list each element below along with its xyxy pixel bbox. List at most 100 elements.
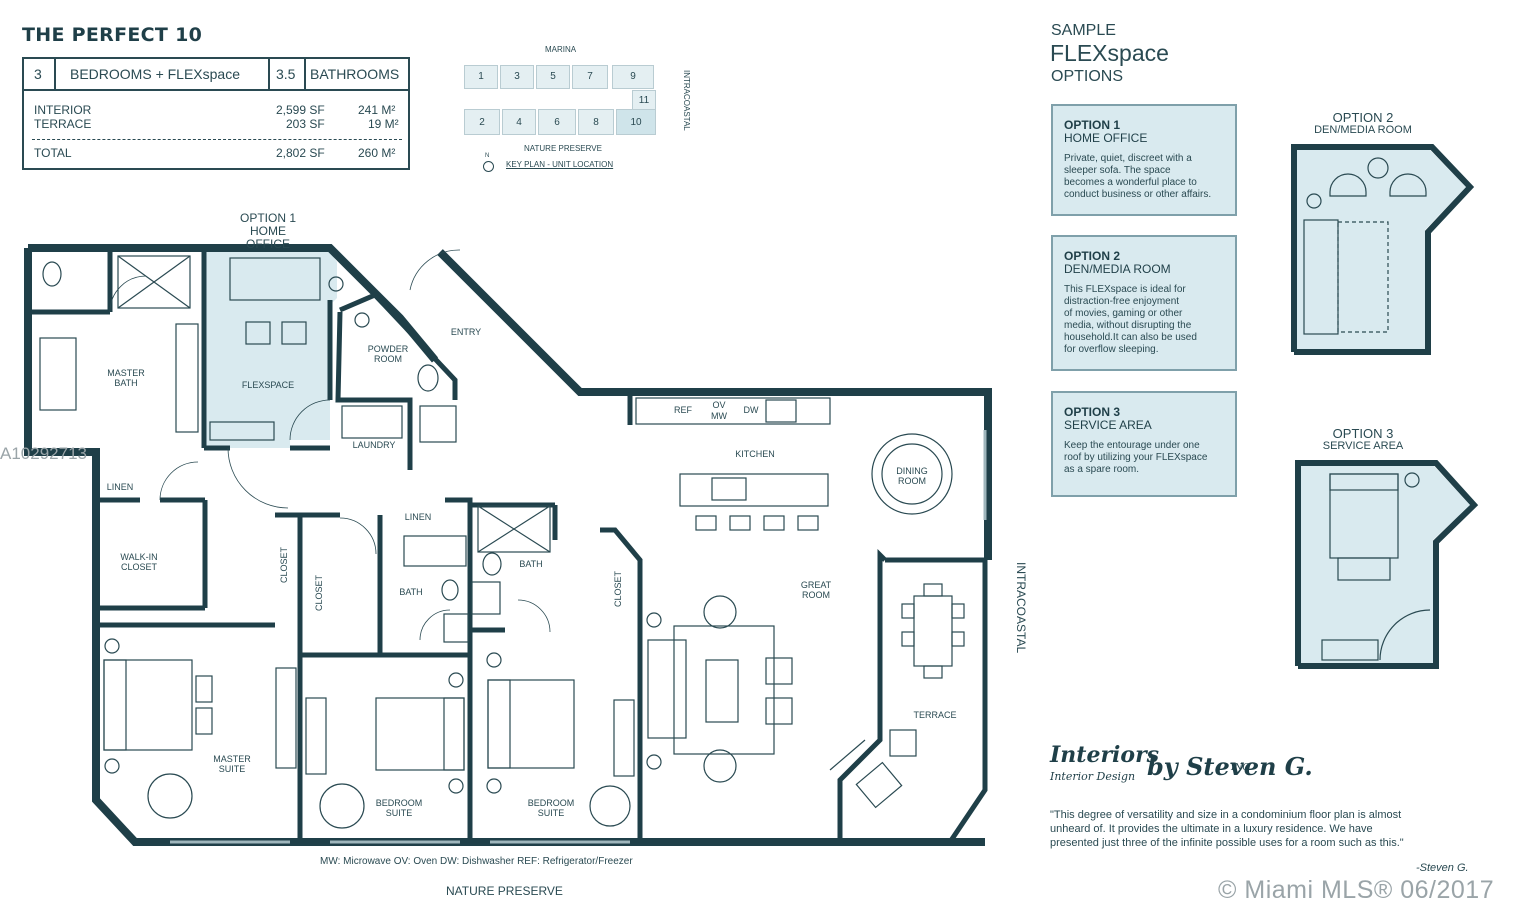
bedrooms-count: 3 [34, 66, 42, 82]
option2-diagram [1291, 144, 1475, 355]
room-closet-1: CLOSET [279, 547, 289, 584]
room-bath-2: BATH [519, 559, 543, 569]
room-bath-1: BATH [399, 587, 423, 597]
terrace-furniture [829, 583, 965, 809]
option3-diagram [1295, 460, 1479, 669]
designer-logo-main: Interiors [1050, 742, 1160, 768]
keyplan-top-label: MARINA [545, 45, 577, 54]
north-label: N [485, 153, 490, 159]
listing-id-watermark: A10292713 [0, 444, 87, 463]
appliance-ov: OV [712, 400, 726, 410]
appliance-dw: DW [743, 405, 759, 415]
keyplan-unit: 8 [578, 109, 614, 135]
interior-label: INTERIOR [34, 103, 92, 117]
sidebar-options: OPTIONS [1051, 68, 1124, 85]
keyplan: 1 3 5 7 9 11 2 4 6 8 10 [462, 63, 658, 138]
bedrooms-label: BEDROOMS + FLEXspace [70, 66, 241, 82]
bathrooms-label: BATHROOMS [310, 66, 400, 82]
room-laundry: LAUNDRY [352, 440, 396, 450]
option1-title: OPTION 1 [1064, 118, 1121, 132]
copyright-watermark: © Miami MLS® 06/2017 [1218, 876, 1495, 904]
door-swings [109, 249, 551, 641]
appliance-ref: REF [674, 405, 692, 415]
spec-header: 3 BEDROOMS + FLEXspace 3.5 BATHROOMS [24, 59, 408, 91]
total-m: 260 M² [358, 146, 396, 160]
keyplan-side-label: INTRACOASTAL [682, 70, 691, 131]
sidebar-flexspace: FLEXspace [1050, 40, 1169, 66]
keyplan-unit: 1 [464, 65, 498, 89]
option2-furniture [1303, 157, 1427, 335]
beds [103, 638, 635, 829]
keyplan-unit: 5 [536, 65, 570, 89]
keyplan-unit: 3 [500, 65, 534, 89]
designer-logo-inc: INC. [1231, 763, 1252, 773]
option3-title: OPTION 3 [1064, 405, 1121, 419]
room-kitchen: KITCHEN [735, 449, 775, 459]
keyplan-unit: 7 [572, 65, 608, 89]
room-entry: ENTRY [450, 327, 482, 337]
room-linen-2: LINEN [404, 512, 432, 522]
great-room-furniture [646, 595, 793, 783]
keyplan-bottom-label: NATURE PRESERVE [524, 144, 602, 153]
interior-walls [28, 252, 988, 844]
plan-side-label: INTRACOASTAL [1014, 562, 1028, 654]
spec-table: 3 BEDROOMS + FLEXspace 3.5 BATHROOMS INT… [22, 57, 410, 170]
appliance-mw: MW [711, 411, 727, 421]
windows [170, 430, 987, 844]
total-sf: 2,802 SF [276, 146, 325, 160]
room-linen-1: LINEN [106, 482, 134, 492]
dining-table [871, 433, 953, 515]
designer-logo-sub: Interior Design [1050, 770, 1136, 783]
terrace-m: 19 M² [368, 117, 399, 131]
option3-furniture [1321, 472, 1431, 661]
option2-subtitle: DEN/MEDIA ROOM [1064, 262, 1171, 276]
kitchen-counter [635, 397, 831, 531]
appliance-legend: MW: Microwave OV: Oven DW: Dishwasher RE… [320, 856, 633, 867]
keyplan-unit: 4 [502, 109, 536, 135]
option3-fill [1301, 466, 1470, 663]
keyplan-unit: 9 [612, 65, 654, 89]
keyplan-unit: 2 [464, 109, 500, 135]
sidebar-sample: SAMPLE [1051, 22, 1116, 39]
terrace-sf: 203 SF [286, 117, 325, 131]
designer-quote: "This degree of versatility and size in … [1050, 809, 1404, 849]
terrace-label: TERRACE [34, 117, 92, 131]
designer-signature: -Steven G. [1416, 862, 1469, 874]
option1-subtitle: HOME OFFICE [1064, 131, 1148, 145]
keyplan-caption: KEY PLAN - UNIT LOCATION [506, 160, 614, 169]
keyplan-unit: 6 [538, 109, 576, 135]
bath-fixtures [39, 255, 551, 643]
interior-m: 241 M² [358, 103, 396, 117]
page-title: THE PERFECT 10 [22, 24, 203, 46]
keyplan-unit-selected: 10 [616, 109, 656, 135]
flexspace-fill [204, 252, 337, 448]
room-closet-2: CLOSET [314, 575, 324, 612]
option2-card: OPTION 2 DEN/MEDIA ROOM This FLEXspace i… [1051, 235, 1237, 371]
option2-title: OPTION 2 [1064, 249, 1121, 263]
option2-fill [1297, 150, 1466, 349]
bathrooms-count: 3.5 [276, 66, 296, 82]
interior-sf: 2,599 SF [276, 103, 325, 117]
option1-card: OPTION 1 HOME OFFICE Private, quiet, dis… [1051, 104, 1237, 216]
plan-bottom-label: NATURE PRESERVE [446, 884, 563, 898]
room-closet-3: CLOSET [613, 571, 623, 608]
designer-logo-by: by Steven G. [1147, 752, 1313, 781]
option3-card: OPTION 3 SERVICE AREA Keep the entourage… [1051, 391, 1237, 497]
option3-subtitle: SERVICE AREA [1064, 418, 1152, 432]
north-compass-icon [483, 161, 494, 172]
